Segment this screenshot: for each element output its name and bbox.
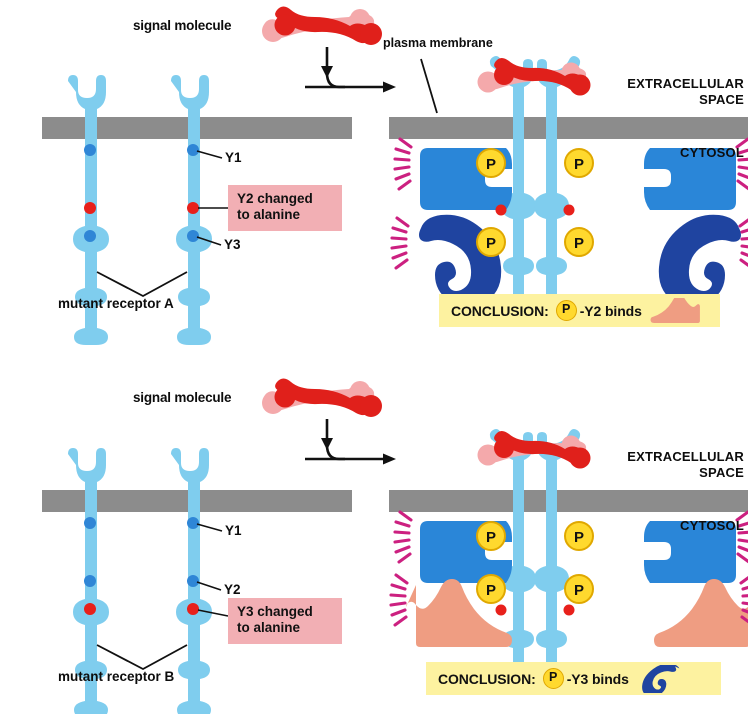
activation-rays-blue-left (393, 137, 413, 191)
y2-leader (196, 581, 222, 591)
y1-leader (196, 150, 223, 159)
tyrosine-y1-dot (84, 144, 96, 156)
signal-molecule-bound (477, 431, 591, 469)
tyrosine-y2-mutated-dot (84, 202, 96, 214)
tyrosine-label-y2: Y2 (224, 582, 241, 597)
activated-receptor-monomer-right (534, 429, 581, 690)
tyrosine-y3-mutated-dot (563, 604, 575, 616)
y3-mutation-callout: Y3 changed to alanine (228, 598, 342, 644)
extracellular-space-label-line1: EXTRACELLULAR (627, 76, 744, 91)
tyrosine-y2-dot (187, 575, 199, 587)
receptor-bracket (96, 271, 188, 298)
phosphate-icon: P (542, 668, 564, 689)
signal-molecule-bound (477, 58, 591, 96)
mutant-receptor-label: mutant receptor B (58, 669, 175, 684)
signal-molecule-free (262, 378, 382, 417)
tyrosine-y3-mutated-dot (187, 603, 199, 615)
svg-text:P: P (574, 529, 584, 546)
svg-text:P: P (574, 156, 584, 173)
activation-rays-blue-left (393, 510, 413, 564)
tyrosine-label-y1: Y1 (225, 150, 242, 165)
arrow-head-right (383, 453, 396, 465)
arrow-head-down (321, 66, 333, 78)
arrow-head-down (321, 438, 333, 450)
panel-mutant-receptor-a: P P P P signal molecule plasma membrane … (42, 6, 748, 345)
tyrosine-y3-mutated-dot (495, 604, 507, 616)
panel-mutant-receptor-b: P P P P signal molecule EXTRACELLULAR SP… (0, 357, 748, 714)
phosphate-y3-left: P (476, 227, 506, 257)
plasma-membrane-leader (420, 58, 438, 114)
svg-text:P: P (574, 235, 584, 252)
activation-rays-salmon-left (389, 573, 409, 627)
tyrosine-y3-mutated-dot (84, 603, 96, 615)
conclusion-prefix: CONCLUSION: (451, 302, 549, 319)
conclusion-banner: CONCLUSION: P -Y2 binds (439, 294, 720, 327)
cytosol-label: CYTOSOL (679, 145, 744, 160)
extracellular-space-label-line1: EXTRACELLULAR (627, 449, 744, 464)
plasma-membrane-right (389, 490, 748, 512)
activated-receptor-monomer-left (489, 429, 536, 690)
conclusion-text: -Y2 binds (579, 302, 642, 319)
tyrosine-y1-dot (187, 517, 199, 529)
tyrosine-y2-mutated-dot (187, 202, 199, 214)
signal-molecule-label: signal molecule (133, 390, 232, 405)
mutant-receptor-label: mutant receptor A (58, 296, 174, 311)
svg-text:P: P (574, 582, 584, 599)
conclusion-banner: CONCLUSION: P -Y3 binds (426, 662, 721, 695)
phosphate-y2-left: P (476, 574, 506, 604)
extracellular-space-label-line2: SPACE (699, 92, 744, 107)
svg-text:P: P (486, 582, 496, 599)
tyrosine-label-y1: Y1 (225, 523, 242, 538)
arrow-head-right (383, 81, 396, 93)
salmon-mountain-protein-icon (650, 297, 700, 323)
tyrosine-y3-dot (187, 230, 199, 242)
phosphate-y1-right: P (564, 521, 594, 551)
phosphate-y2-right: P (564, 574, 594, 604)
svg-text:P: P (486, 529, 496, 546)
phosphate-y3-right: P (564, 227, 594, 257)
tyrosine-y1-dot (187, 144, 199, 156)
signal-molecule-label: signal molecule (133, 18, 232, 33)
process-arrow (305, 47, 388, 89)
svg-text:P: P (486, 156, 496, 173)
callout-line-1: Y3 changed (237, 604, 313, 619)
phosphate-y1-right: P (564, 148, 594, 178)
tyrosine-y2-dot (84, 575, 96, 587)
plasma-membrane-right (389, 117, 748, 139)
panel-a-graphics: P P P P (42, 6, 748, 345)
tyrosine-label-y3: Y3 (224, 237, 241, 252)
phosphate-icon: P (555, 300, 577, 321)
activation-rays-navy-right (738, 216, 748, 270)
y3-leader (196, 236, 222, 246)
tyrosine-y1-dot (84, 517, 96, 529)
callout-line-2: to alanine (237, 620, 301, 636)
conclusion-text: -Y3 binds (566, 670, 629, 687)
bound-protein-salmon-right (654, 579, 748, 647)
cytosol-label: CYTOSOL (679, 518, 744, 533)
y2-mutation-callout: Y2 changed to alanine (228, 185, 342, 231)
plasma-membrane-label: plasma membrane (383, 36, 493, 50)
tyrosine-y3-dot (84, 230, 96, 242)
tyrosine-y2-mutated-dot (495, 204, 507, 216)
process-arrow (305, 419, 388, 461)
phosphate-y1-left: P (476, 148, 506, 178)
callout-line-1: Y2 changed (237, 191, 313, 206)
receptor-bracket (96, 644, 188, 671)
callout-line-2: to alanine (237, 207, 301, 223)
extracellular-space-label-line2: SPACE (699, 465, 744, 480)
signal-molecule-free (262, 6, 382, 45)
navy-hook-protein-icon (641, 664, 680, 693)
y3-leader (197, 609, 229, 617)
y1-leader (196, 523, 223, 532)
tyrosine-y2-mutated-dot (563, 204, 575, 216)
activated-receptor-monomer-right (534, 56, 581, 317)
activation-rays-navy-left (390, 216, 410, 270)
svg-text:P: P (486, 235, 496, 252)
panel-b-graphics: P P P P (42, 378, 748, 714)
conclusion-prefix: CONCLUSION: (438, 670, 536, 687)
phosphate-y1-left: P (476, 521, 506, 551)
